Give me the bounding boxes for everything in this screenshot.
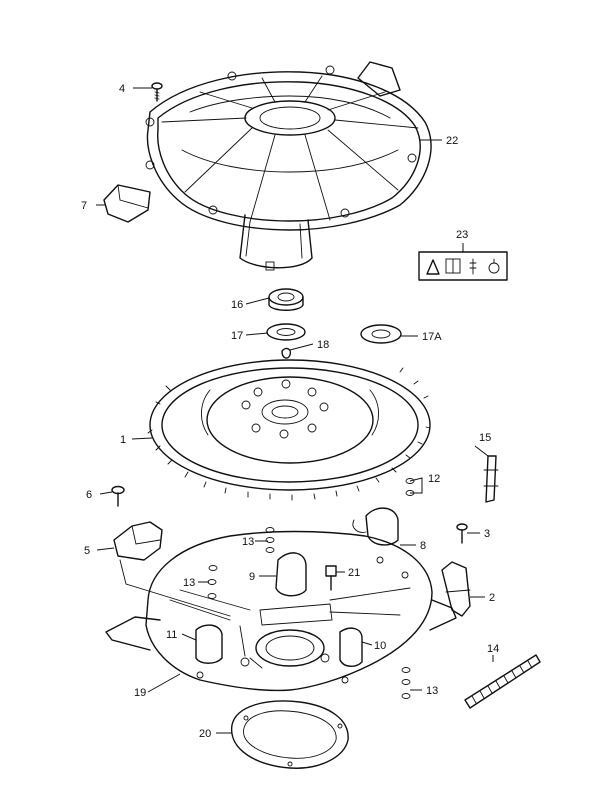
nut-part-16 xyxy=(268,288,304,311)
screw-stack-13-upper xyxy=(265,527,275,553)
key-part-18 xyxy=(281,347,292,359)
label-13-right: 13 xyxy=(426,685,438,697)
label-10: 10 xyxy=(374,640,386,652)
label-20: 20 xyxy=(199,728,211,740)
screw-part-6 xyxy=(111,485,125,507)
flywheel-cover xyxy=(145,61,432,271)
label-18: 18 xyxy=(317,339,329,351)
gear-icon xyxy=(469,258,477,275)
screw-part-3 xyxy=(456,523,468,544)
label-13-left: 13 xyxy=(183,577,195,589)
warning-decal xyxy=(418,251,508,281)
gasket-part-20 xyxy=(231,700,349,769)
switch-part-2 xyxy=(441,561,471,617)
washer-part-17a xyxy=(360,324,402,344)
label-5: 5 xyxy=(84,545,90,557)
label-17a: 17A xyxy=(422,331,442,343)
label-21: 21 xyxy=(348,567,360,579)
screw-stack-13-left xyxy=(207,565,218,599)
warning-triangle-icon xyxy=(426,259,440,275)
washer-part-17 xyxy=(266,323,306,341)
screw-part-4 xyxy=(151,82,163,102)
part-labels: 4 22 7 23 16 17 17A 18 1 15 6 12 3 13 8 … xyxy=(81,83,499,740)
label-19: 19 xyxy=(134,687,146,699)
leader-lines xyxy=(96,87,494,734)
label-6: 6 xyxy=(86,489,92,501)
flywheel xyxy=(147,359,431,501)
label-17: 17 xyxy=(231,330,243,342)
screw-stack-13-right xyxy=(401,667,411,699)
label-8: 8 xyxy=(420,540,426,552)
rope-start-icon xyxy=(488,262,500,274)
bolt-part-21 xyxy=(325,565,337,591)
label-3: 3 xyxy=(484,528,490,540)
label-23: 23 xyxy=(456,229,468,241)
clip-part-15 xyxy=(483,455,499,503)
label-1: 1 xyxy=(120,434,126,446)
label-14: 14 xyxy=(487,643,499,655)
stator-plate xyxy=(105,530,457,692)
label-11: 11 xyxy=(166,629,177,641)
label-15: 15 xyxy=(479,432,491,444)
label-12: 12 xyxy=(428,473,440,485)
label-2: 2 xyxy=(489,592,495,604)
handle-part-7 xyxy=(103,184,151,223)
label-7: 7 xyxy=(81,200,87,212)
label-4: 4 xyxy=(119,83,125,95)
label-9: 9 xyxy=(249,571,255,583)
label-22: 22 xyxy=(446,135,458,147)
label-16: 16 xyxy=(231,299,243,311)
module-part-5 xyxy=(113,521,231,617)
spring-part-14 xyxy=(464,654,541,709)
coil-part-8 xyxy=(352,507,399,546)
label-13-upper: 13 xyxy=(242,536,254,548)
